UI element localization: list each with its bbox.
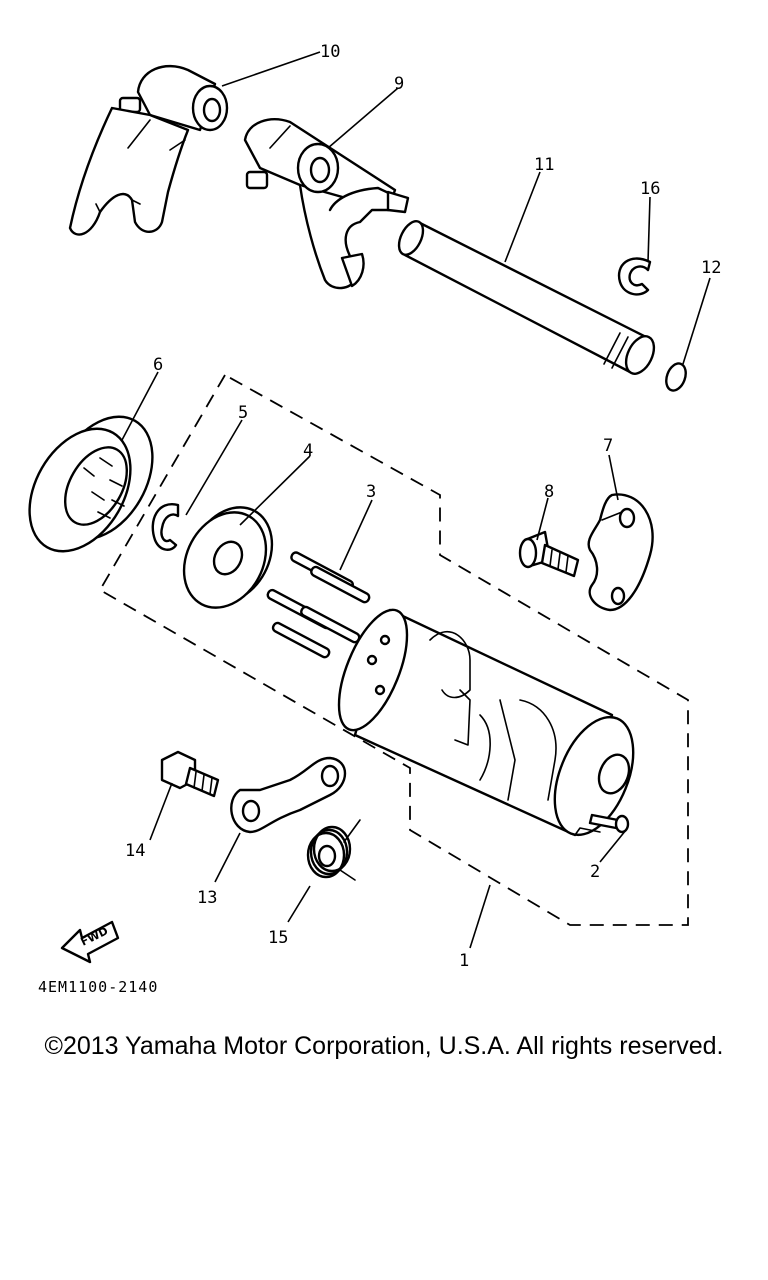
part-10-shift-fork [68,65,229,236]
part-9-shift-fork [243,118,410,290]
part-8-screw [518,530,580,578]
part-16-circlip [617,257,652,296]
part-1-shift-drum [337,608,635,837]
drawing-code: 4EM1100-2140 [38,978,158,996]
part-2-pin [588,813,630,834]
callout-13: 13 [197,888,217,908]
part-7-segment-plate [587,493,654,612]
callout-11: 11 [534,155,554,175]
callout-9: 9 [394,74,404,94]
callout-12: 12 [701,258,721,278]
fwd-arrow-icon: FWD [60,920,120,964]
callout-3: 3 [366,482,376,502]
callout-10: 10 [320,42,340,62]
callout-1: 1 [459,951,469,971]
assembly-1-outline [98,373,689,926]
part-15-torsion-spring [306,819,361,881]
callout-2: 2 [590,862,600,882]
callout-6: 6 [153,355,163,375]
part-11-shaft [397,220,656,375]
callout-15: 15 [268,928,288,948]
part-5-circlip [151,503,180,551]
callout-7: 7 [603,436,613,456]
callout-5: 5 [238,403,248,423]
callout-4: 4 [303,441,313,461]
copyright-notice: ©2013 Yamaha Motor Corporation, U.S.A. A… [44,1032,724,1060]
part-13-stopper-lever [230,756,347,834]
part-12-o-ring [665,362,687,392]
callout-14: 14 [125,841,145,861]
callout-16: 16 [640,179,660,199]
callout-labels: 10 9 11 16 12 6 5 4 3 7 8 14 13 15 2 1 [125,42,721,971]
callout-8: 8 [544,482,554,502]
part-14-bolt [160,750,220,798]
exploded-parts-diagram: FWD 10 9 11 16 12 6 5 4 3 7 8 14 13 15 2 [28,42,721,996]
part-3-pins [266,551,371,659]
leader-lines [121,51,711,949]
part-4-washer [182,506,274,609]
part-6-bearing [28,415,154,553]
